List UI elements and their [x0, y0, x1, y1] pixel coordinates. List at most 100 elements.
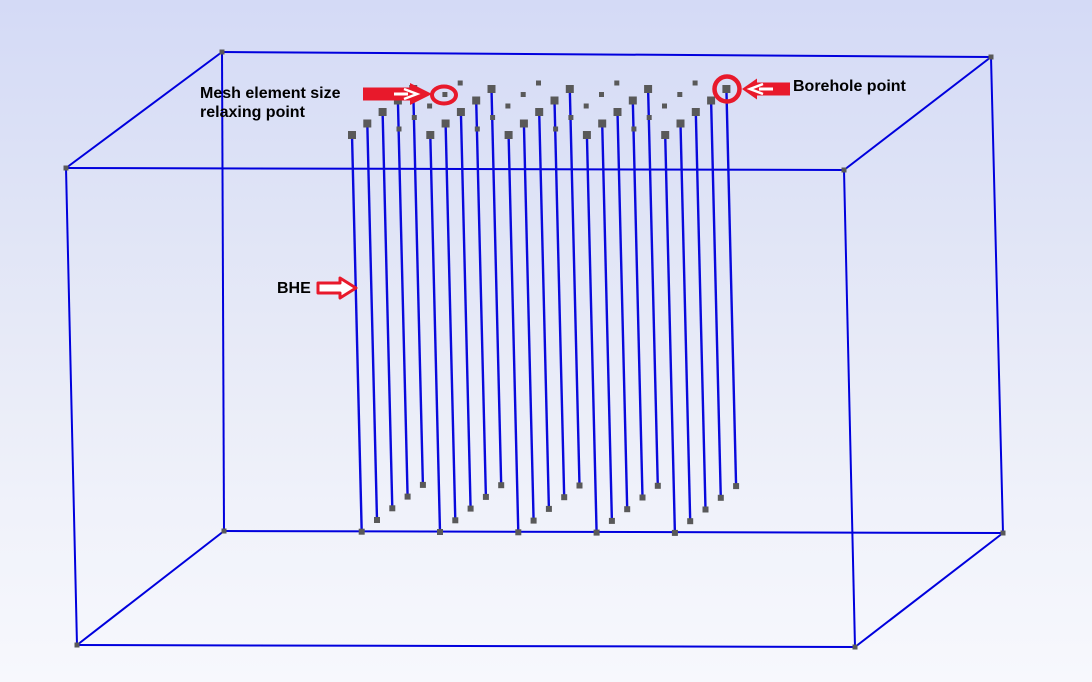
bhe-bottom-marker	[467, 505, 474, 512]
bhe-line	[522, 123, 535, 521]
relax-point-marker	[692, 80, 698, 86]
relax-point-marker	[474, 126, 480, 132]
bhe-bottom-marker	[687, 518, 694, 525]
box-corner-marker	[221, 528, 227, 534]
bhe-line	[381, 111, 394, 509]
borehole-point-marker	[456, 108, 465, 116]
borehole-point-marker	[472, 96, 481, 105]
bhe-line	[507, 134, 520, 533]
relax-point-marker	[583, 103, 589, 109]
relax-point-marker	[427, 103, 433, 109]
bhe-line	[631, 100, 644, 498]
bhe-bottom-marker	[608, 517, 615, 524]
bhe-bottom-marker	[419, 481, 426, 488]
borehole-point-marker	[487, 85, 496, 93]
borehole-point-marker	[565, 85, 574, 93]
bhe-bottom-marker	[358, 528, 365, 535]
relax-point-marker	[490, 115, 496, 120]
box-edge	[65, 167, 78, 646]
box-edge	[221, 51, 992, 58]
mesh-relaxing-point-label-line1: Mesh element size	[200, 85, 341, 102]
relax-point-marker	[411, 115, 417, 120]
borehole-point-circle	[712, 74, 742, 104]
bhe-line	[664, 134, 677, 533]
bhe-line	[429, 134, 442, 533]
relax-point-marker	[505, 103, 511, 109]
bhe-line	[694, 111, 707, 510]
bhe-line	[553, 100, 566, 498]
bhe-line	[601, 123, 614, 521]
relax-point-marker	[568, 115, 574, 120]
relax-point-marker	[599, 92, 604, 97]
borehole-point-marker	[363, 119, 372, 128]
bhe-line	[444, 123, 457, 521]
bhe-bottom-marker	[452, 517, 459, 524]
borehole-point-marker	[691, 108, 700, 116]
borehole-arrow-inner-chevron	[746, 82, 764, 96]
bhe-bottom-marker	[717, 494, 724, 501]
borehole-point-marker	[426, 131, 435, 139]
relax-point-circle	[430, 84, 458, 106]
bhe-line	[475, 100, 488, 497]
bhe-line	[646, 88, 659, 486]
bhe-bottom-marker	[702, 506, 709, 513]
borehole-point-marker	[598, 119, 607, 128]
borehole-point-marker	[504, 131, 513, 139]
bhe-bottom-marker	[482, 493, 489, 500]
relax-point-marker	[396, 126, 402, 132]
bhe-line	[616, 111, 629, 510]
bhe-bottom-marker	[498, 482, 505, 489]
bhe-bottom-marker	[530, 517, 537, 524]
box-edge	[843, 56, 992, 171]
borehole-point-marker	[550, 96, 559, 105]
relax-point-marker	[442, 92, 448, 97]
borehole-point-marker	[707, 96, 716, 105]
borehole-point-marker	[613, 108, 622, 116]
box-corner-marker	[852, 644, 858, 650]
borehole-point-marker	[582, 131, 591, 139]
borehole-point-marker	[441, 119, 450, 128]
bhe-line	[585, 134, 598, 533]
borehole-point-marker	[348, 131, 356, 139]
bhe-bottom-marker	[733, 483, 740, 490]
bhe-bottom-marker	[389, 505, 396, 512]
box-edge	[854, 532, 1004, 648]
bhe-bottom-marker	[374, 517, 380, 523]
relax-point-marker	[553, 126, 559, 132]
borehole-point-label: Borehole point	[793, 78, 906, 95]
bhe-bottom-marker	[437, 529, 443, 535]
bhe-bottom-marker	[576, 482, 583, 489]
bhe-line	[568, 88, 581, 486]
relax-point-marker	[536, 80, 541, 86]
borehole-point-marker	[722, 85, 731, 93]
bhe-line	[459, 111, 472, 509]
bhe-arrow	[316, 276, 358, 300]
box-edge	[65, 167, 845, 171]
mesh-relaxing-point-label-line2: relaxing point	[200, 104, 305, 121]
relax-point-marker	[614, 80, 620, 86]
relax-point-marker	[457, 80, 463, 86]
borehole-point-marker	[628, 96, 637, 105]
borehole-point-marker	[519, 119, 528, 128]
box-edge	[65, 51, 223, 169]
relax-point-marker	[662, 103, 667, 109]
mesh-relaxing-point-label: Mesh element size relaxing point	[200, 84, 341, 122]
borehole-point-marker	[535, 108, 544, 116]
box-corner-marker	[988, 54, 994, 60]
bhe-line	[366, 123, 379, 521]
bhe-line	[490, 88, 503, 486]
box-edge	[223, 530, 1004, 534]
relax-point-marker	[520, 92, 526, 97]
bhe-bottom-marker	[545, 505, 552, 512]
box-edge	[76, 530, 225, 646]
relax-point-marker	[631, 126, 637, 132]
relax-point-marker	[646, 115, 652, 120]
box-edge	[221, 51, 225, 532]
box-edge	[843, 169, 856, 648]
bhe-line	[725, 88, 738, 487]
relax-point-marker	[677, 92, 683, 97]
box-corner-marker	[1000, 530, 1006, 536]
box-edge	[990, 56, 1004, 534]
